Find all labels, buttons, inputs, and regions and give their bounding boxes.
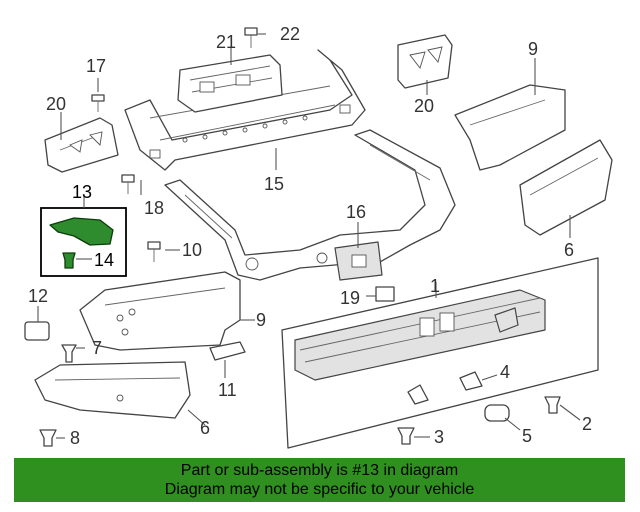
- bracket-11: [209, 341, 246, 361]
- callout-9-top: 9: [528, 39, 538, 59]
- callout-7: 7: [92, 338, 102, 358]
- bolt-10: [147, 241, 161, 262]
- callout-labels: 21 22 17 20 9 20 15 16 18 10 6 13 14 1 1…: [28, 24, 592, 448]
- callout-3: 3: [434, 427, 444, 447]
- top-bracket: [177, 54, 283, 113]
- clip-3: [397, 427, 415, 445]
- left-mount-bracket: [44, 117, 119, 173]
- part-13-inset: [40, 194, 127, 277]
- right-bumper-cover: [519, 139, 613, 236]
- callout-6-right: 6: [564, 240, 574, 260]
- left-bumper-pad: [34, 361, 191, 419]
- bolt-22: [244, 27, 258, 48]
- bolt-18: [121, 174, 135, 194]
- callout-19: 19: [340, 288, 360, 308]
- highlighted-part-13: [49, 217, 114, 246]
- callout-12: 12: [28, 286, 48, 306]
- clip-8: [39, 429, 57, 447]
- callout-21: 21: [216, 32, 236, 52]
- callout-17: 17: [86, 56, 106, 76]
- connector-12: [24, 321, 50, 341]
- hitch-frame: [164, 129, 456, 281]
- callout-5: 5: [522, 426, 532, 446]
- highlighted-part-14: [62, 252, 76, 269]
- banner-line-2: Diagram may not be specific to your vehi…: [164, 481, 475, 498]
- connector-19: [375, 286, 395, 302]
- right-mount-bracket: [397, 34, 453, 89]
- callout-22: 22: [280, 24, 300, 44]
- callout-4: 4: [500, 362, 510, 382]
- callout-18: 18: [144, 198, 164, 218]
- callout-2: 2: [582, 414, 592, 434]
- callout-6-left: 6: [200, 418, 210, 438]
- clip-7: [61, 344, 77, 363]
- bolt-17: [91, 94, 105, 112]
- clip-2: [544, 396, 561, 414]
- callout-1: 1: [430, 276, 440, 296]
- pad-4b: [407, 384, 429, 405]
- parts-diagram: 21 22 17 20 9 20 15 16 18 10 6 13 14 1 1…: [24, 24, 613, 449]
- grommet-5: [484, 404, 510, 422]
- callout-14: 14: [94, 250, 114, 270]
- callout-16: 16: [346, 202, 366, 222]
- callout-20-right: 20: [414, 96, 434, 116]
- right-bumper-end-cap: [454, 84, 566, 171]
- callout-11: 11: [218, 380, 237, 400]
- banner-line-1: Part or sub-assembly is #13 in diagram: [180, 462, 459, 479]
- leader-lines: [37, 33, 581, 439]
- callout-10: 10: [182, 240, 202, 260]
- callout-8: 8: [70, 428, 80, 448]
- rear-step-panel: [281, 257, 599, 449]
- callout-13: 13: [72, 182, 92, 202]
- callout-9-left: 9: [256, 310, 266, 330]
- pad-4: [459, 371, 483, 391]
- reinforcement-beam: [124, 49, 366, 171]
- callout-15: 15: [264, 174, 284, 194]
- info-banner: Part or sub-assembly is #13 in diagram D…: [14, 458, 625, 502]
- left-bumper-end: [79, 271, 241, 351]
- callout-20-left: 20: [46, 94, 66, 114]
